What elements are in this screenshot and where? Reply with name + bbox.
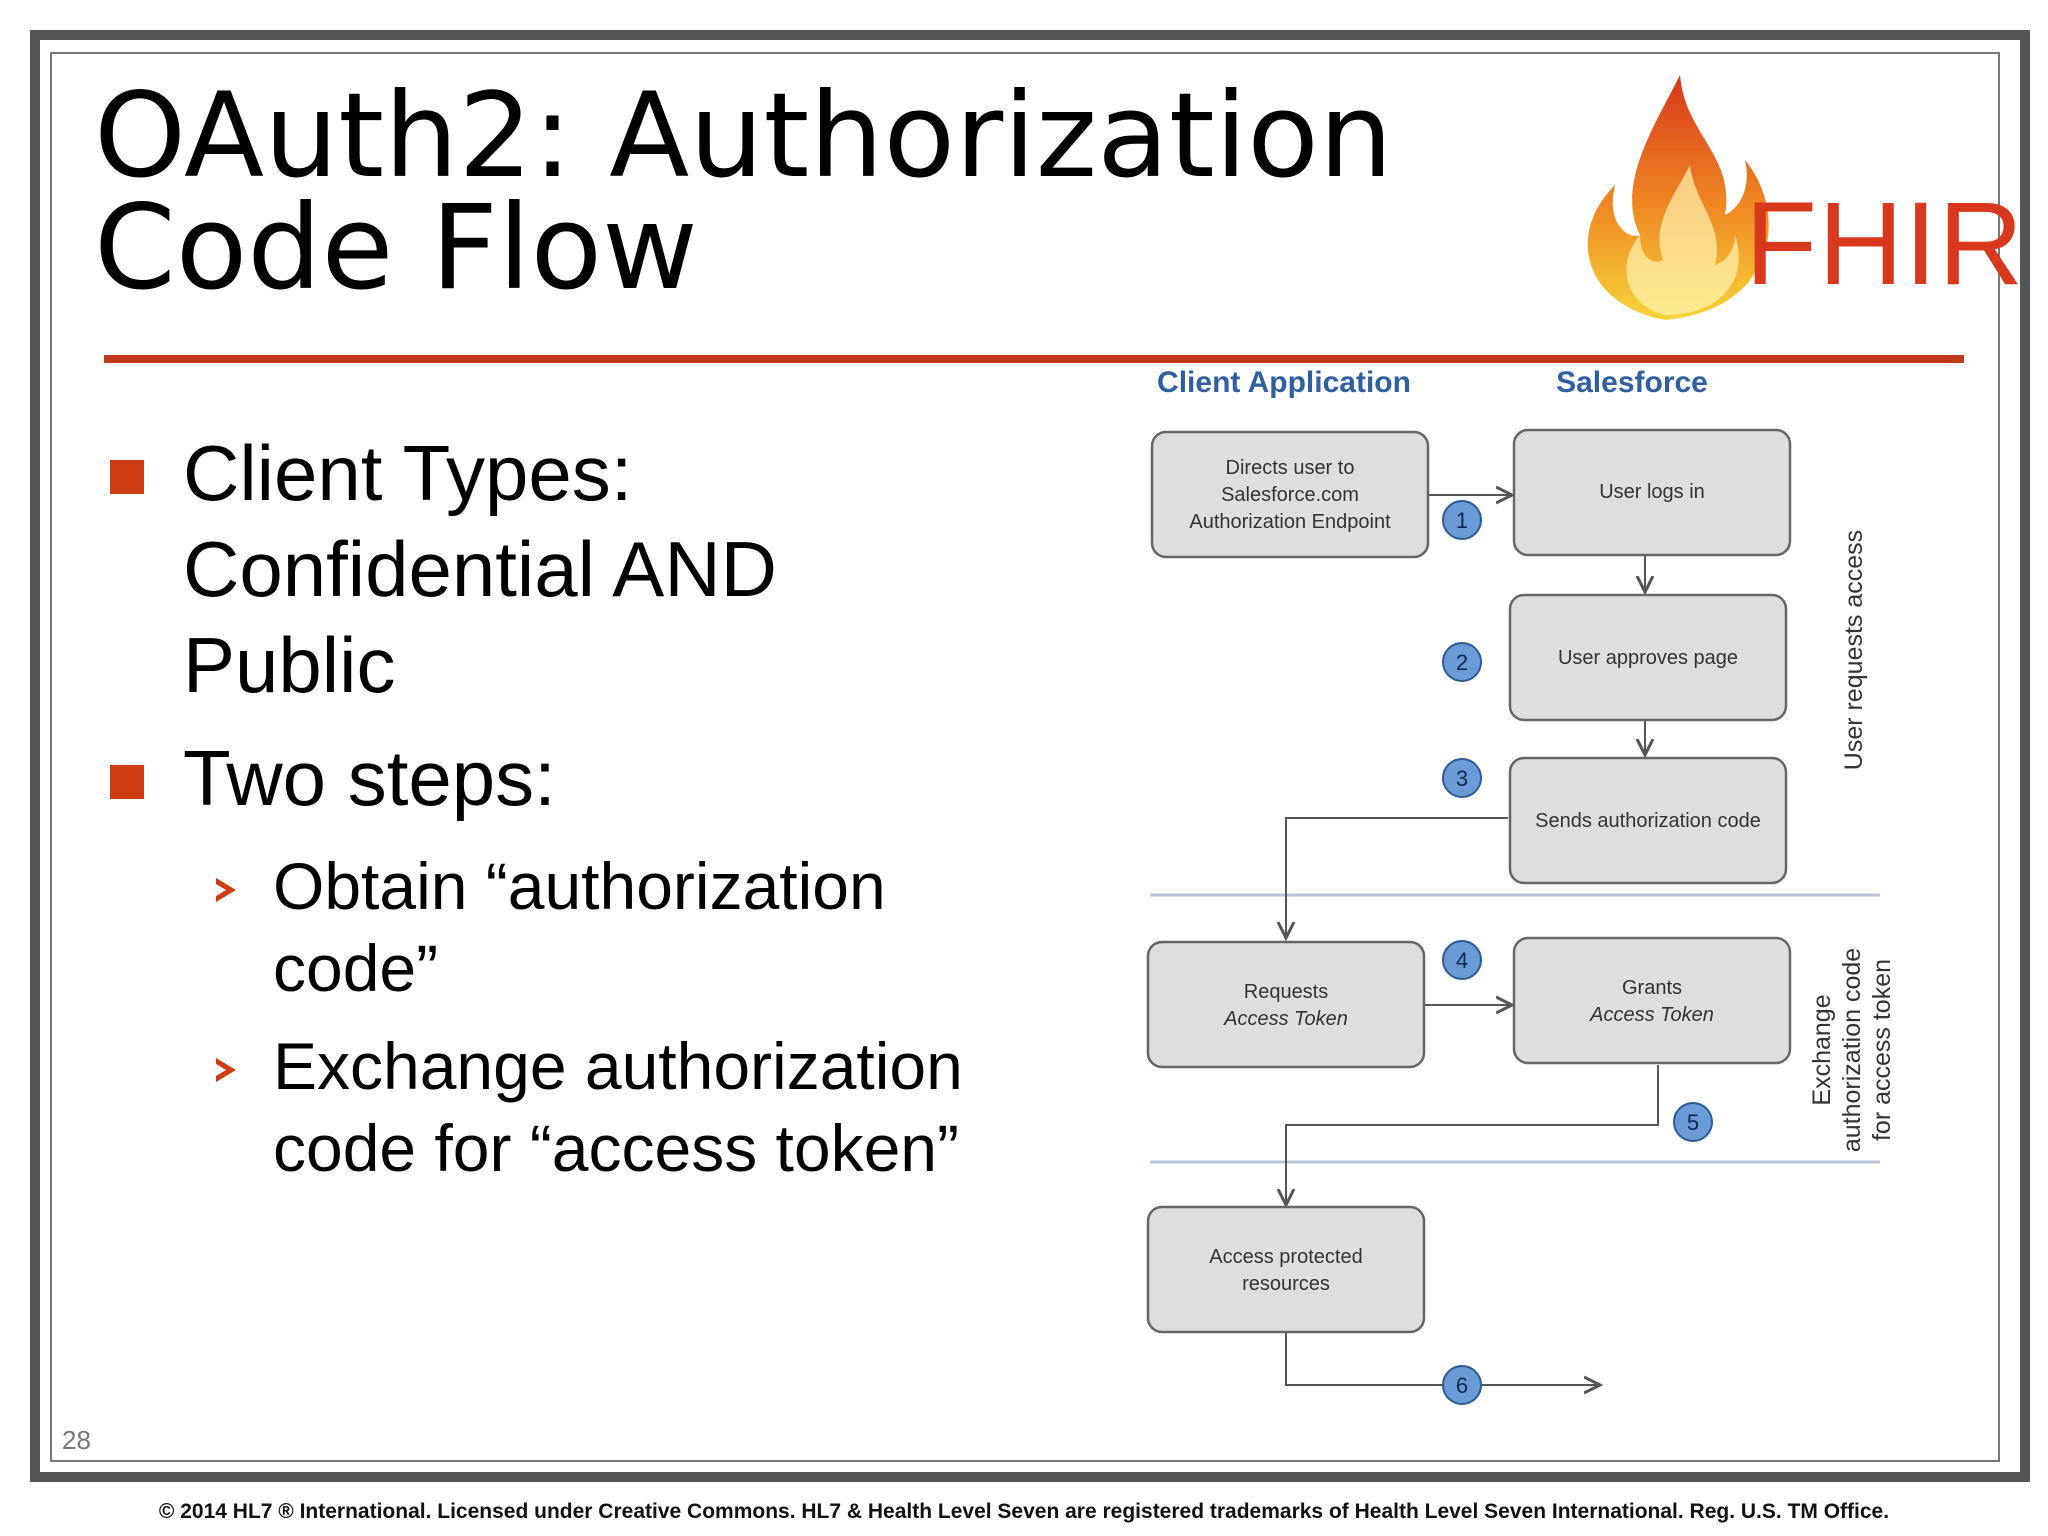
side-label-exchange-line-3: for access token: [1868, 959, 1896, 1141]
step-number-2: 2: [1456, 650, 1468, 675]
slide-outer-frame: [30, 30, 2030, 1482]
box-directs-user: [1150, 430, 1430, 559]
bullet-client-types: Client Types: Confidential AND Public: [183, 429, 777, 709]
sub-bullet-arrow-1: [216, 878, 236, 902]
flow-connectors: [1286, 495, 1659, 1385]
step-circle-6: [1442, 1365, 1482, 1405]
box-requests-token: [1146, 940, 1426, 1069]
bullet-square-2: [110, 765, 144, 799]
box-sends-code: [1508, 756, 1788, 885]
box-requests-line-1: Requests: [1244, 981, 1329, 1003]
step-number-1: 1: [1456, 508, 1468, 533]
box-user-logs-in: [1512, 428, 1792, 557]
step-number-5: 5: [1687, 1110, 1699, 1135]
bullet-square-1: [110, 460, 144, 494]
step-circle-5: [1673, 1102, 1713, 1142]
box-user-approves: [1508, 593, 1788, 722]
fhir-logo-text: FHIR: [1745, 178, 2025, 310]
side-label-user-requests-access: User requests access: [1840, 530, 1868, 770]
step-circle-1: [1442, 500, 1482, 540]
side-label-exchange-line-1: Exchange: [1808, 994, 1836, 1105]
step-circle-3: [1442, 758, 1482, 798]
sub-bullet-exchange-code: Exchange authorization code for “access …: [273, 1029, 963, 1185]
sub-bullet-obtain-code: Obtain “authorization code”: [273, 849, 886, 1005]
column-heading-client: Client Application: [1157, 366, 1411, 399]
box-approves-label: User approves page: [1558, 647, 1738, 669]
step-number-3: 3: [1456, 766, 1468, 791]
column-heading-salesforce: Salesforce: [1556, 366, 1708, 399]
box-grants-token: [1512, 936, 1792, 1065]
title-line-2: Code Flow: [94, 179, 698, 316]
box-directs-line-2: Salesforce.com: [1221, 484, 1359, 506]
fhir-flame-logo: [1587, 75, 1769, 320]
box-grants-line-1: Grants: [1622, 977, 1682, 999]
side-label-exchange-line-2: authorization code: [1838, 948, 1866, 1152]
title-divider: [104, 355, 1964, 363]
slide-number: 28: [62, 1425, 91, 1455]
sub-bullet-arrow-2: [216, 1058, 236, 1082]
step-circle-2: [1442, 642, 1482, 682]
box-directs-line-3: Authorization Endpoint: [1189, 511, 1391, 533]
box-access-resources: [1146, 1205, 1426, 1334]
box-logs-in-label: User logs in: [1599, 481, 1705, 503]
slide-title: OAuth2: Authorization Code Flow: [94, 67, 1393, 316]
title-line-1: OAuth2: Authorization: [94, 67, 1393, 204]
box-sends-code-label: Sends authorization code: [1535, 810, 1761, 832]
step-number-6: 6: [1456, 1373, 1468, 1398]
box-requests-line-2: Access Token: [1223, 1008, 1348, 1030]
box-access-line-2: resources: [1242, 1273, 1330, 1295]
bullet-two-steps: Two steps:: [183, 734, 556, 822]
box-access-line-1: Access protected: [1209, 1246, 1362, 1268]
oauth-flow-diagram: Client Application Salesforce Directs us…: [1146, 366, 1896, 1405]
box-directs-line-1: Directs user to: [1226, 457, 1355, 479]
step-circle-4: [1442, 940, 1482, 980]
box-grants-line-2: Access Token: [1589, 1004, 1714, 1026]
copyright-footer: © 2014 HL7 ® International. Licensed und…: [158, 1500, 1890, 1523]
step-number-4: 4: [1456, 948, 1468, 973]
